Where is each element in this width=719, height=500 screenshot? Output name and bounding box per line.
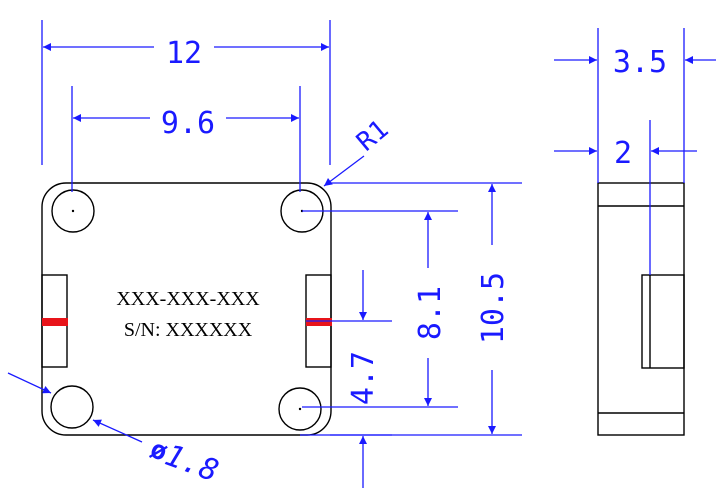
dim-side-thickness: 3.5 <box>613 45 667 80</box>
marker-right <box>306 318 332 326</box>
dim-hole-spacing-horizontal: 9.6 <box>161 106 215 141</box>
dim-hole-diameter-group: ø 1.8 <box>146 434 223 489</box>
dim-overall-width: 12 <box>166 36 202 71</box>
dim-corner-radius: R1 <box>351 114 394 157</box>
dim-hole-diameter: 1.8 <box>160 438 223 489</box>
mounting-hole-top-left <box>51 189 95 233</box>
dim-overall-height: 10.5 <box>476 272 511 344</box>
dim-leader-hole-diameter-out <box>92 419 143 443</box>
dim-marker-offset: 4.7 <box>346 351 381 405</box>
dim-side-step: 2 <box>614 136 632 171</box>
label-serial-number: S/N: XXXXXX <box>124 319 253 341</box>
side-slot <box>641 274 685 369</box>
dim-hole-spacing-vertical: 8.1 <box>413 286 448 340</box>
side-view <box>597 182 685 436</box>
dim-leader-corner-radius <box>323 155 365 187</box>
marker-left <box>42 318 68 326</box>
side-body-outline <box>597 182 685 436</box>
label-part-number: XXX-XXX-XXX <box>116 288 260 310</box>
dim-leader-hole-diameter-in <box>7 372 52 394</box>
mounting-hole-bottom-right <box>278 387 322 431</box>
mounting-hole-bottom-left <box>50 385 94 429</box>
